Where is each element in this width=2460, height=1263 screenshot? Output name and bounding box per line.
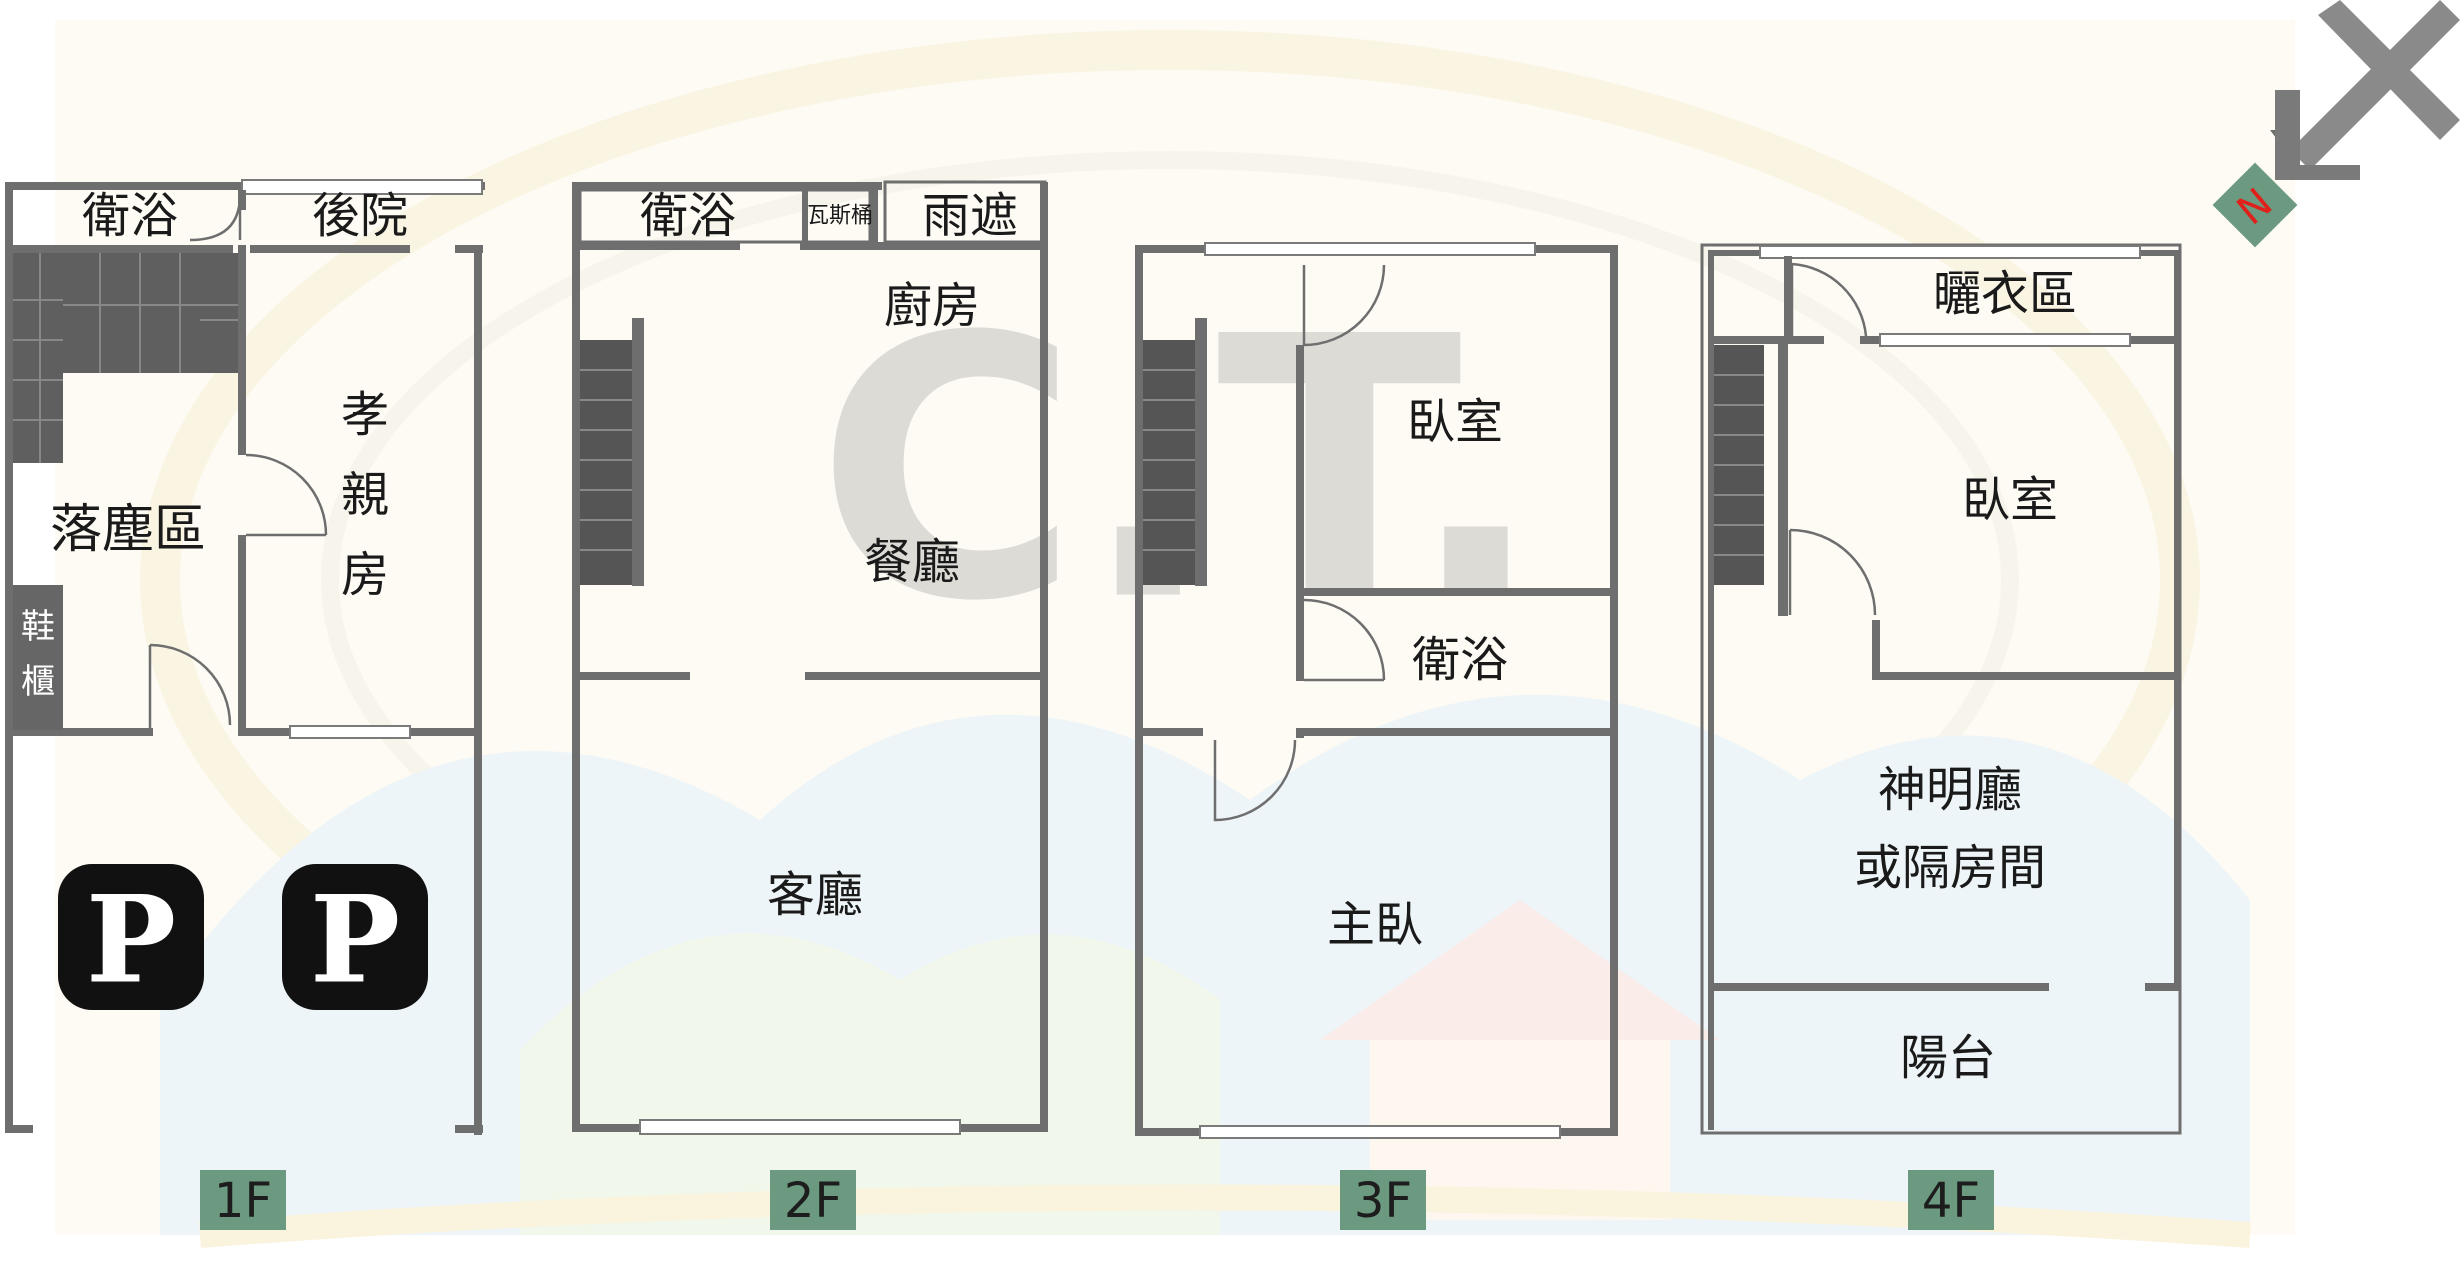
floor-tag-1f-bg [200,1170,286,1230]
parking-badge-2 [282,864,428,1010]
room-2f-kitchen: 廚房 [884,278,980,334]
room-1f-backyard: 後院 [312,188,408,244]
room-4f-bedroom: 臥室 [1962,472,2058,528]
room-1f-entry: 落塵區 [50,500,206,560]
room-1f-filial-1: 孝 [341,387,389,443]
room-2f-canopy: 雨遮 [922,188,1018,244]
floor-tag-3f: 3F [1354,1173,1412,1229]
room-4f-balcony: 陽台 [1900,1030,1996,1086]
floor-4f-plan [1700,243,2182,1135]
floor-tag-4f-bg [1908,1170,1994,1230]
floor-tag-4f: 4F [1922,1173,1980,1229]
room-4f-shrine-line1: 神明廳 [1878,762,2022,818]
room-1f-shoe-2: 櫃 [21,662,55,702]
parking-badge-1 [58,864,204,1010]
compass-north-badge [2212,162,2298,248]
room-3f-master: 主臥 [1327,897,1423,953]
room-4f-shrine-line2: 或隔房間 [1854,840,2046,896]
parking-label-1: P [86,870,176,1011]
floor-tag-2f-bg [770,1170,856,1230]
floor-1f-plan [5,179,485,1135]
floor-2f-plan [572,180,1048,1135]
room-1f-shoe-1: 鞋 [21,607,55,647]
compass-arrow-icon [2270,0,2460,180]
room-2f-living: 客廳 [767,867,863,923]
room-3f-bedroom: 臥室 [1407,394,1503,450]
room-1f-bath: 衛浴 [82,188,178,244]
room-1f-filial-3: 房 [341,547,389,603]
room-2f-dining: 餐廳 [864,534,960,590]
room-1f-filial-2: 親 [341,467,389,523]
room-2f-gas: 瓦斯桶 [807,204,873,229]
floor-tag-2f: 2F [784,1173,842,1229]
parking-label-2: P [310,870,400,1011]
floor-3f-plan [1135,242,1618,1139]
room-3f-bath: 衛浴 [1412,632,1508,688]
floor-tag-1f: 1F [214,1173,272,1229]
floor-tag-3f-bg [1340,1170,1426,1230]
room-2f-bath: 衛浴 [640,188,736,244]
room-4f-laundry: 曬衣區 [1933,266,2077,322]
